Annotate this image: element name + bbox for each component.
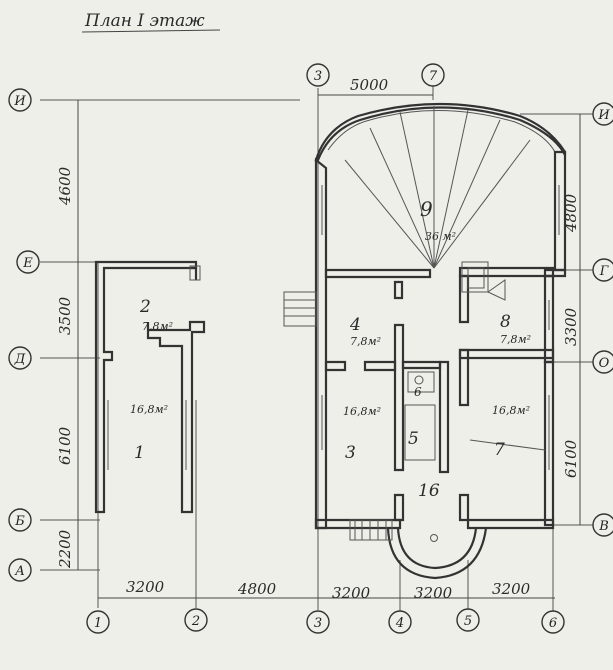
dimension-lines xyxy=(77,94,581,599)
axis-bubble-circle xyxy=(306,63,330,87)
room-2-area: 7,8м² xyxy=(142,320,173,333)
room-4-number: 4 xyxy=(349,315,361,335)
dim-bottom-4: 3200 xyxy=(414,584,453,602)
room-3-number: 3 xyxy=(345,443,356,463)
axis-bubble-label: Д xyxy=(14,352,26,367)
axis-bubble-label: Г xyxy=(599,264,609,279)
dim-right-3: 6100 xyxy=(562,439,580,478)
axis-bubble-label: А xyxy=(14,564,25,579)
dim-top-1: 5000 xyxy=(350,76,389,94)
dim-left-3: 6100 xyxy=(56,426,74,465)
axis-bubble-circle xyxy=(86,610,110,634)
dim-bottom-1: 3200 xyxy=(126,578,165,596)
room-8-area: 7,8м² xyxy=(500,333,531,346)
axis-bubble-label: 7 xyxy=(429,69,438,84)
dim-bottom-2: 4800 xyxy=(237,580,277,598)
axis-bubble-circle xyxy=(8,346,32,370)
axis-bubble-circle xyxy=(306,610,330,634)
room-6-number: 6 xyxy=(414,385,422,399)
dim-right-1: 4800 xyxy=(562,193,580,233)
room-2-number: 2 xyxy=(139,297,151,317)
axis-bubble-label: В xyxy=(598,519,609,534)
room-7-number: 7 xyxy=(494,440,505,460)
axis-bubble-circle xyxy=(8,88,32,112)
axis-bubble-label: 2 xyxy=(191,614,200,629)
axis-bubble-label: 4 xyxy=(395,616,404,631)
dim-left-1: 4600 xyxy=(56,166,74,206)
dim-left-4: 2200 xyxy=(56,529,74,569)
room-9-area: 36 м² xyxy=(425,230,456,243)
axis-bubble-circle xyxy=(388,610,412,634)
axis-bubble-circle xyxy=(592,258,613,282)
axis-bubble-label: Е xyxy=(22,256,33,271)
axis-bubble-label: 6 xyxy=(549,616,557,631)
axis-bubble-label: 1 xyxy=(94,616,102,631)
axis-bubble-circle xyxy=(421,63,445,87)
axis-bubble-label: О xyxy=(599,356,610,371)
axis-bubble-circle xyxy=(184,608,208,632)
left-building xyxy=(94,260,206,514)
axis-bubble-circle xyxy=(592,102,613,126)
room-3-area: 16,8м² xyxy=(343,405,381,418)
room-16-number: 16 xyxy=(418,481,440,501)
axis-bubble-label: 5 xyxy=(464,614,472,629)
dimension-texts: 3200 4800 3200 3200 3200 5000 4600 3500 … xyxy=(56,76,580,602)
room-8-number: 8 xyxy=(500,312,511,332)
room-5-number: 5 xyxy=(408,429,419,449)
dim-left-2: 3500 xyxy=(56,296,74,335)
axis-bubble-circle xyxy=(592,350,613,374)
dim-bottom-3: 3200 xyxy=(332,584,371,602)
axis-bubble-label: Б xyxy=(14,514,25,529)
room-4-area: 7,8м² xyxy=(350,335,381,348)
axis-bubble-circle xyxy=(541,610,565,634)
dim-right-2: 3300 xyxy=(562,307,580,346)
axis-bubble-circle xyxy=(592,513,613,537)
dim-bottom-5: 3200 xyxy=(492,580,531,598)
main-building xyxy=(107,102,567,580)
room-1-number: 1 xyxy=(134,443,145,463)
axis-bubble-circle xyxy=(16,250,40,274)
room-1-area: 16,8м² xyxy=(130,403,168,416)
title-underline xyxy=(81,29,221,33)
axis-bubble-label: И xyxy=(597,108,610,123)
axis-lines xyxy=(40,85,600,612)
axis-bubble-label: И xyxy=(13,94,26,109)
room-7-area: 16,8м² xyxy=(492,404,530,417)
room-labels: 1 16,8м² 2 7,8м² 3 16,8м² 4 7,8м² 5 6 7 … xyxy=(130,197,531,501)
axis-bubble-circle xyxy=(456,608,480,632)
room-9-number: 9 xyxy=(420,197,433,221)
axis-bubble-label: 3 xyxy=(314,616,322,631)
axis-bubble-label: 3 xyxy=(314,69,322,84)
axis-bubble-circle xyxy=(8,508,32,532)
axis-bubble-circle xyxy=(8,558,32,582)
plan-title: План I этаж xyxy=(84,11,205,31)
